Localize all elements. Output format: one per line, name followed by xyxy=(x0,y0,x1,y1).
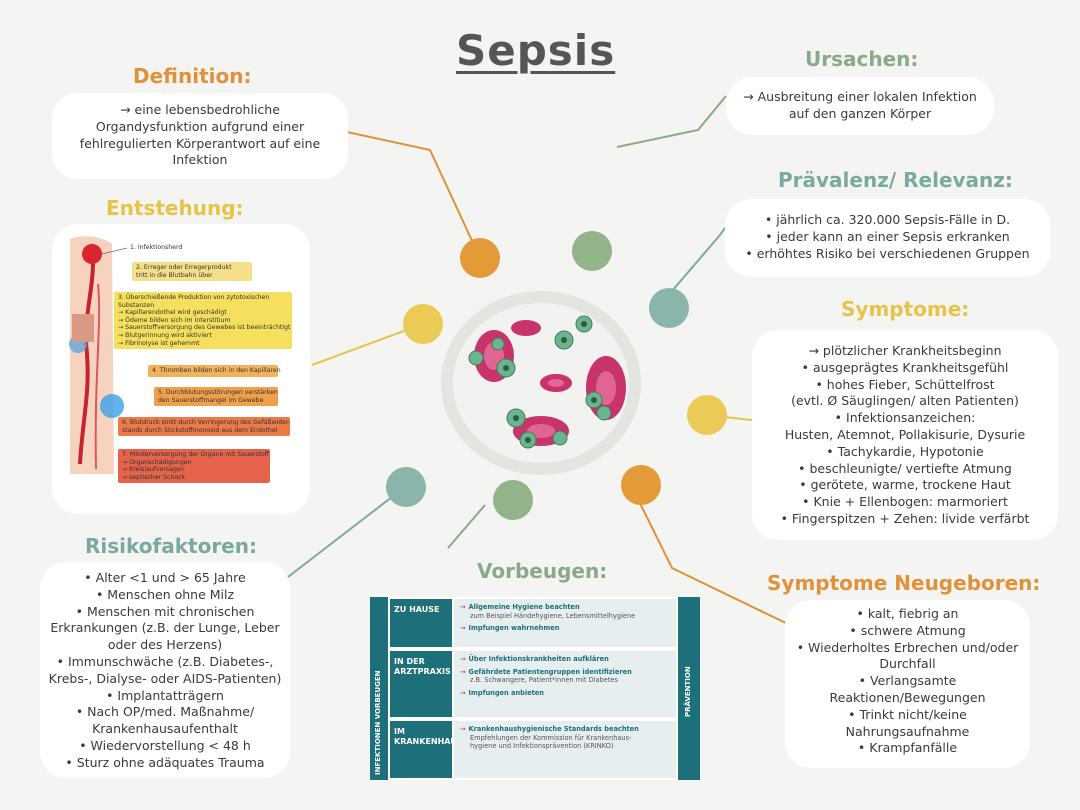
table-side-label: INFEKTIONEN VORBEUGEN xyxy=(374,670,382,775)
symptome-line: • gerötete, warme, trockene Haut xyxy=(799,477,1011,493)
page-title: Sepsis xyxy=(456,26,616,75)
ursachen-line: → Ausbreitung einer lokalen Infektion xyxy=(743,89,977,104)
table-row-label: ZU HAUSE xyxy=(390,599,452,647)
entstehung-figure: 1. Infektionsherd 2. Erreger oder Errege… xyxy=(52,224,310,514)
entstehung-step: 5. Durchblutungsstörungen verstärken den… xyxy=(154,387,278,407)
table-row-label: IM KRANKENHAUS xyxy=(390,721,463,778)
risiko-line: oder des Herzens) xyxy=(107,637,223,653)
symptome-heading: Symptome: xyxy=(841,297,970,321)
risiko-line: • Nach OP/med. Maßnahme/ xyxy=(75,704,255,720)
entstehung-step: 7. Minderversorgung der Organe mit Sauer… xyxy=(118,449,270,484)
table-item-sub: Empfehlungen der Kommission für Krankenh… xyxy=(470,733,632,742)
definition-bubble: → eine lebensbedrohliche Organdysfunktio… xyxy=(52,93,348,179)
neugeborene-line: • Trinkt nicht/keine xyxy=(848,706,967,722)
table-item-sub: z.B. Schwangere, Patient*innen mit Diabe… xyxy=(470,676,618,685)
symptome-bubble: → plötzlicher Krankheitsbeginn • ausgepr… xyxy=(752,330,1058,540)
entstehung-step: 2. Erreger oder Erregerprodukt tritt in … xyxy=(132,262,252,282)
connector-dot xyxy=(403,304,443,344)
table-item: →Krankenhaushygienische Standards beacht… xyxy=(460,725,639,733)
risiko-line: • Menschen ohne Milz xyxy=(95,586,235,602)
praevalenz-line: • erhöhtes Risiko bei verschiedenen Grup… xyxy=(745,245,1030,261)
body-silhouette xyxy=(69,236,128,474)
neugeborene-line: • Wiederholtes Erbrechen und/oder xyxy=(796,639,1019,655)
definition-heading: Definition: xyxy=(133,64,252,88)
table-item: →Impfungen wahrnehmen xyxy=(460,624,560,633)
table-row-label: IN DER ARZTPRAXIS xyxy=(390,651,452,717)
neugeborene-line: Reaktionen/Bewegungen xyxy=(829,689,986,705)
neugeborene-heading: Symptome Neugeboren: xyxy=(767,571,1041,595)
vorbeugen-heading: Vorbeugen: xyxy=(477,559,608,583)
table-side-bar: INFEKTIONEN VORBEUGEN xyxy=(370,597,388,780)
sepsis-illustration xyxy=(441,291,641,475)
neugeborene-line: • schwere Atmung xyxy=(849,622,966,638)
risiko-line: • Implantatträgern xyxy=(106,687,224,703)
risiko-line: Erkrankungen (z.B. der Lunge, Leber xyxy=(50,620,280,636)
entstehung-step: 1. Infektionsherd xyxy=(130,244,183,251)
symptome-line: → plötzlicher Krankheitsbeginn xyxy=(808,343,1002,358)
praevalenz-bubble: • jährlich ca. 320.000 Sepsis-Fälle in D… xyxy=(725,199,1050,277)
risiko-line: • Alter <1 und > 65 Jahre xyxy=(84,570,246,585)
table-right-bar: PRÄVENTION xyxy=(678,597,700,780)
symptome-line: • Knie + Ellenbogen: marmoriert xyxy=(802,494,1008,510)
symptome-line: Husten, Atemnot, Pollakisurie, Dysurie xyxy=(784,426,1026,442)
risiko-line: • Wiedervorstellung < 48 h xyxy=(79,737,251,753)
ursachen-heading: Ursachen: xyxy=(805,47,919,71)
table-item: →Impfungen anbieten xyxy=(460,688,544,697)
risiko-line: • Immunschwäche (z.B. Diabetes-, xyxy=(56,653,274,669)
symptome-line: • beschleunigte/ vertiefte Atmung xyxy=(798,460,1012,476)
definition-line: fehlregulierten Körperantwort auf eine xyxy=(79,135,321,151)
praevalenz-line: • jeder kann an einer Sepsis erkranken xyxy=(765,228,1010,244)
neugeborene-line: • Verlangsamte xyxy=(858,673,957,689)
symptome-line: • ausgeprägtes Krankheitsgefühl xyxy=(801,359,1009,375)
praevalenz-line: • jährlich ca. 320.000 Sepsis-Fälle in D… xyxy=(764,212,1011,227)
symptome-line: • Fingerspitzen + Zehen: livide verfärbt xyxy=(780,510,1030,526)
neugeborene-line: Nahrungsaufnahme xyxy=(845,723,970,739)
symptome-line: (evtl. Ø Säuglingen/ alten Patienten) xyxy=(791,393,1019,409)
table-row: →Über Infektionskrankheiten aufklären →G… xyxy=(454,651,676,717)
neugeborene-bubble: • kalt, fiebrig an • schwere Atmung • Wi… xyxy=(785,600,1030,768)
table-item: →Allgemeine Hygiene beachten xyxy=(460,603,580,611)
connector-dot xyxy=(649,288,689,328)
symptome-line: • Infektionsanzeichen: xyxy=(834,410,976,426)
definition-line: → eine lebensbedrohliche xyxy=(120,102,280,117)
symptome-line: • Tachykardie, Hypotonie xyxy=(826,443,984,459)
table-item-sub: hygiene und Infektionsprävention (KRINKO… xyxy=(470,742,614,751)
connector-dot xyxy=(621,465,661,505)
table-row: →Krankenhaushygienische Standards beacht… xyxy=(454,721,676,778)
ursachen-bubble: → Ausbreitung einer lokalen Infektion au… xyxy=(726,77,994,135)
entstehung-step: 3. Überschießende Produktion von zytotox… xyxy=(114,292,292,350)
entstehung-step: 6. Blutdruck sinkt durch Verringerung de… xyxy=(118,417,290,437)
table-item-sub: zum Beispiel Händehygiene, Lebensmittelh… xyxy=(470,611,636,620)
table-item: →Über Infektionskrankheiten aufklären xyxy=(460,655,609,663)
neugeborene-line: Durchfall xyxy=(879,656,936,672)
risiko-line: Krankenhausaufenthalt xyxy=(92,721,238,737)
neugeborene-line: • Krampfanfälle xyxy=(857,740,958,756)
risiko-line: Krebs-, Dialyse- oder AIDS-Patienten) xyxy=(48,670,282,686)
risikofaktoren-heading: Risikofaktoren: xyxy=(85,534,257,558)
entstehung-step: 4. Thromben bilden sich in den Kapillare… xyxy=(148,365,281,377)
risiko-line: • Menschen mit chronischen xyxy=(75,603,255,619)
entstehung-heading: Entstehung: xyxy=(106,196,244,220)
table-item: →Gefährdete Patientengruppen identifizie… xyxy=(460,667,632,676)
table-row: →Allgemeine Hygiene beachten zum Beispie… xyxy=(454,599,676,647)
connector-dot xyxy=(493,480,533,520)
vorbeugen-table: INFEKTIONEN VORBEUGEN PRÄVENTION ZU HAUS… xyxy=(370,597,700,780)
connector-dot xyxy=(460,238,500,278)
symptome-line: • hohes Fieber, Schüttelfrost xyxy=(815,376,995,392)
connector-dot xyxy=(687,395,727,435)
definition-line: Infektion xyxy=(172,152,228,168)
risiko-line: • Sturz ohne adäquates Trauma xyxy=(65,754,265,770)
connector-dot xyxy=(386,467,426,507)
ursachen-line: auf den ganzen Körper xyxy=(788,105,932,121)
table-right-label: PRÄVENTION xyxy=(684,666,692,717)
connector-dot xyxy=(572,231,612,271)
praevalenz-heading: Prävalenz/ Relevanz: xyxy=(778,168,1013,192)
risikofaktoren-bubble: • Alter <1 und > 65 Jahre • Menschen ohn… xyxy=(40,562,290,778)
definition-line: Organdysfunktion aufgrund einer xyxy=(95,118,305,134)
neugeborene-line: • kalt, fiebrig an xyxy=(856,606,959,621)
